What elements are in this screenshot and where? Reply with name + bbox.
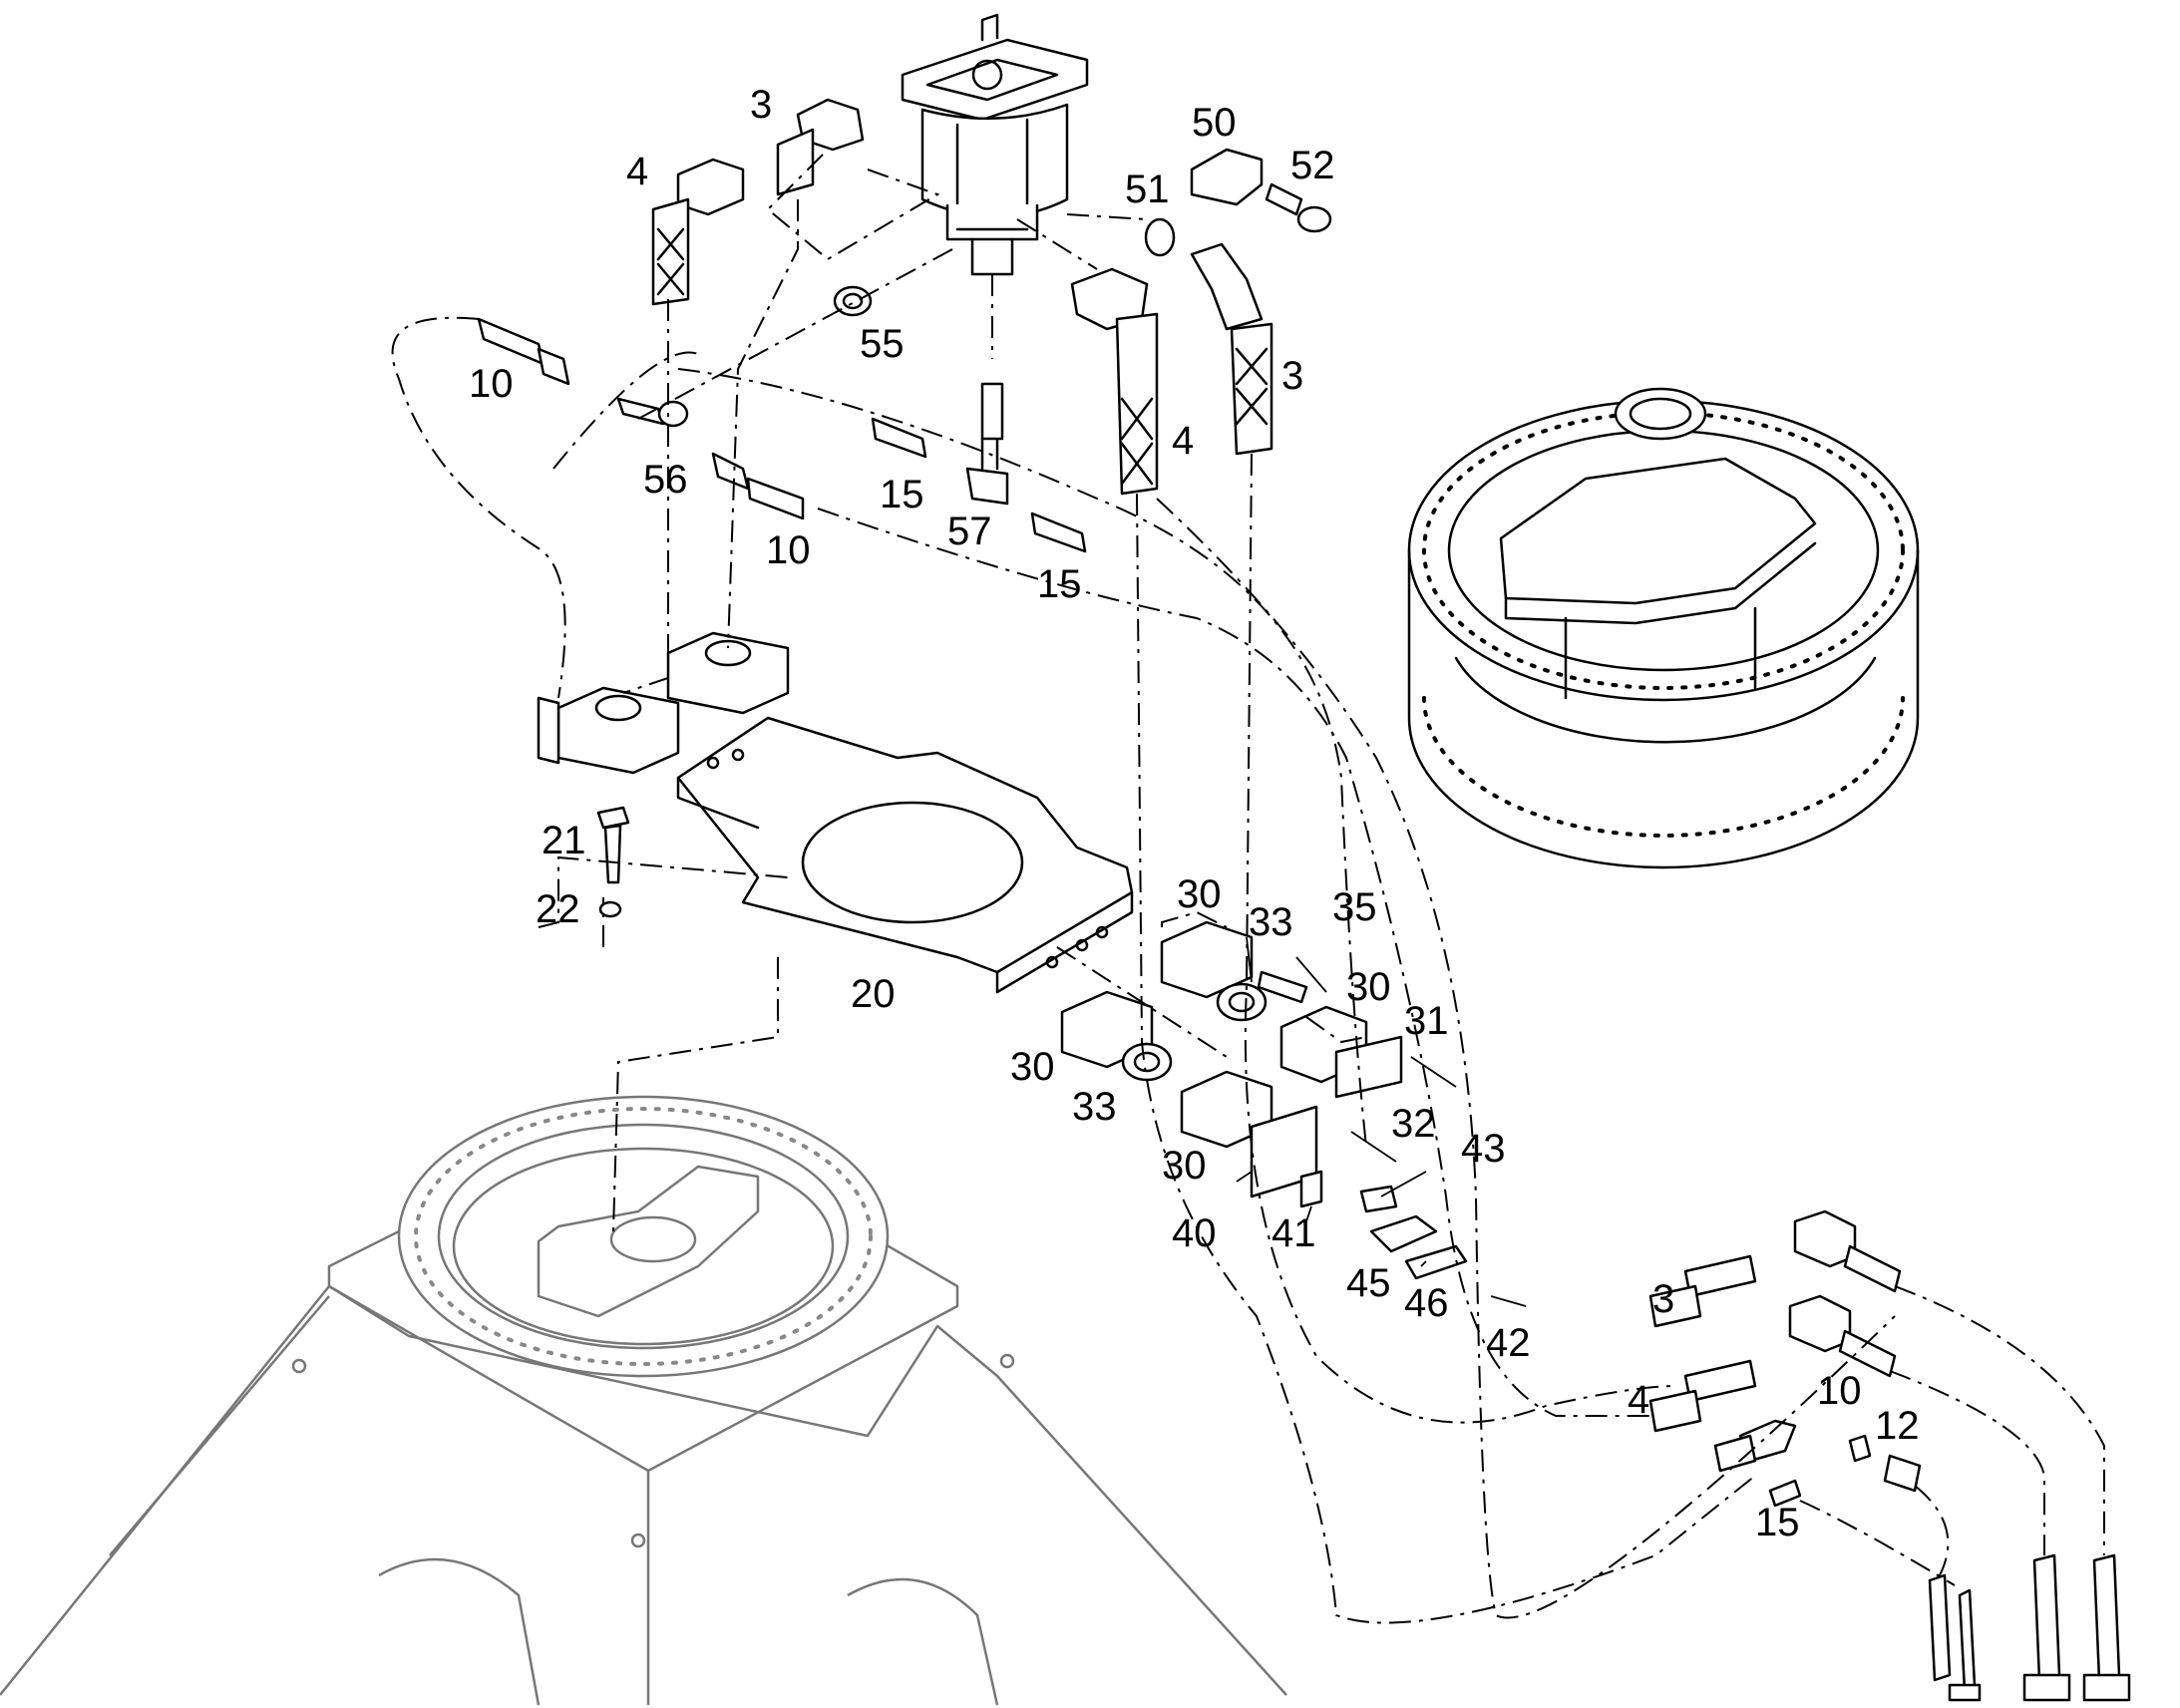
callout-51: 51 <box>1125 168 1170 211</box>
callout-50: 50 <box>1192 101 1237 145</box>
assembly-lines <box>391 149 2105 1624</box>
hose-fittings <box>477 98 1332 553</box>
callout-32: 32 <box>1391 1102 1436 1146</box>
mounting-plate-icon <box>676 716 1134 994</box>
callout-30: 30 <box>1010 1045 1055 1089</box>
callout-33: 33 <box>1249 900 1293 944</box>
callout-56: 56 <box>643 458 688 502</box>
callout-30: 30 <box>1162 1144 1207 1188</box>
lower-slewing-ring-icon <box>397 1095 890 1378</box>
leader-lines <box>1236 936 1427 1267</box>
callout-3: 3 <box>750 83 772 127</box>
callout-33: 33 <box>1072 1085 1117 1129</box>
callout-15: 15 <box>1037 562 1082 606</box>
hydraulic-motor-icon <box>901 13 1089 359</box>
callout-4: 4 <box>1172 419 1194 463</box>
callout-35: 35 <box>1332 885 1377 929</box>
callout-3: 3 <box>1281 354 1303 398</box>
callout-30: 30 <box>1177 872 1222 916</box>
callout-4: 4 <box>1628 1378 1649 1422</box>
callout-3: 3 <box>1652 1277 1674 1321</box>
bolt-icon <box>596 806 630 918</box>
callout-45: 45 <box>1346 1261 1391 1305</box>
callout-10: 10 <box>469 362 514 406</box>
callout-46: 46 <box>1404 1281 1449 1325</box>
callout-10: 10 <box>1817 1369 1862 1413</box>
callout-30: 30 <box>1346 965 1391 1009</box>
right-hose-assembly <box>1648 1209 2131 1702</box>
callout-21: 21 <box>542 819 586 862</box>
slewing-ring-icon <box>1407 387 1920 869</box>
callout-labels: 3 4 50 52 51 55 3 10 4 56 15 57 10 15 21… <box>469 83 1920 1544</box>
clamp-halves <box>1060 920 1527 1307</box>
clamp-blocks <box>537 631 790 775</box>
callout-10: 10 <box>766 528 811 572</box>
callout-22: 22 <box>536 887 580 931</box>
callout-57: 57 <box>947 510 992 553</box>
callout-42: 42 <box>1486 1321 1531 1365</box>
callout-52: 52 <box>1290 144 1335 187</box>
callout-20: 20 <box>851 972 896 1016</box>
callout-40: 40 <box>1172 1211 1217 1255</box>
callout-12: 12 <box>1875 1404 1920 1448</box>
callout-31: 31 <box>1404 999 1449 1043</box>
callout-41: 41 <box>1272 1211 1316 1255</box>
callout-4: 4 <box>626 150 648 193</box>
callout-15: 15 <box>880 473 924 516</box>
tower-base-icon <box>0 1105 1287 1706</box>
callout-15: 15 <box>1755 1501 1800 1544</box>
callout-55: 55 <box>860 322 905 366</box>
callout-43: 43 <box>1461 1127 1506 1171</box>
